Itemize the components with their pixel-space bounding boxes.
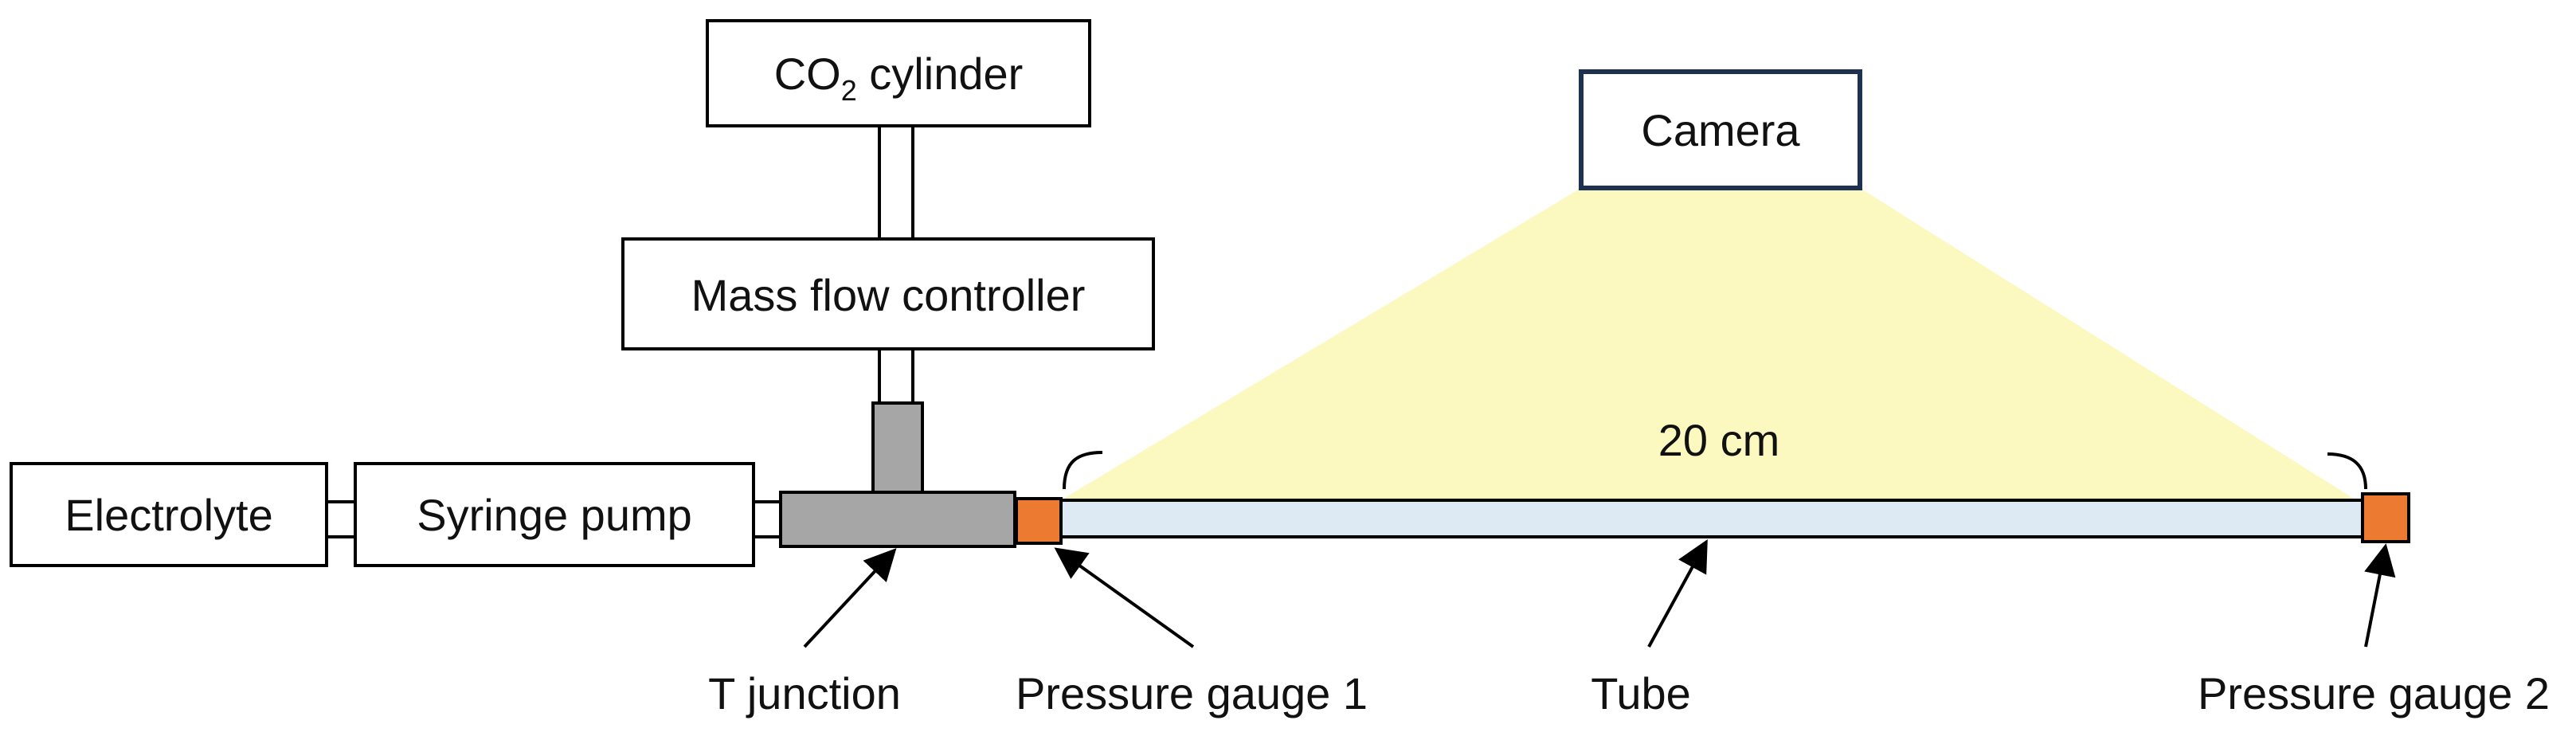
pipe-syringe-to-junction [754, 500, 781, 538]
pressure-gauge-2 [2361, 492, 2410, 543]
pressure-gauge-1-label: Pressure gauge 1 [1016, 668, 1368, 718]
pipe-electrolyte-to-syringe [327, 500, 355, 538]
arrow-t-junction [803, 548, 897, 648]
camera-view-cone [1063, 188, 2354, 499]
tube [1059, 499, 2364, 538]
pipe-mfc-to-junction [878, 349, 914, 403]
arrow-pressure-gauge-2 [2364, 543, 2396, 648]
pressure-gauge-1 [1015, 497, 1063, 545]
t-junction [779, 401, 1016, 548]
syringe-pump-label: Syringe pump [417, 490, 692, 540]
electrolyte-label: Electrolyte [65, 490, 272, 540]
mass-flow-controller-label: Mass flow controller [691, 270, 1086, 320]
tube-label: Tube [1591, 668, 1691, 718]
electrolyte-box: Electrolyte [10, 462, 328, 567]
length-marker-left [1063, 451, 1103, 490]
arrow-pressure-gauge-1 [1054, 547, 1195, 648]
co2-cylinder-box: CO2 cylinder [706, 19, 1091, 127]
syringe-pump-box: Syringe pump [354, 462, 755, 567]
t-junction-label: T junction [708, 668, 901, 718]
pressure-gauge-2-label: Pressure gauge 2 [2198, 668, 2550, 718]
tube-length-label: 20 cm [1658, 415, 1780, 465]
length-marker-right [2327, 452, 2367, 490]
pipe-co2-to-mfc [878, 126, 914, 239]
mass-flow-controller-box: Mass flow controller [621, 237, 1155, 350]
camera-box: Camera [1579, 69, 1862, 190]
co2-cylinder-label: CO2 cylinder [774, 49, 1024, 107]
camera-label: Camera [1641, 105, 1800, 155]
arrow-tube [1647, 538, 1708, 648]
